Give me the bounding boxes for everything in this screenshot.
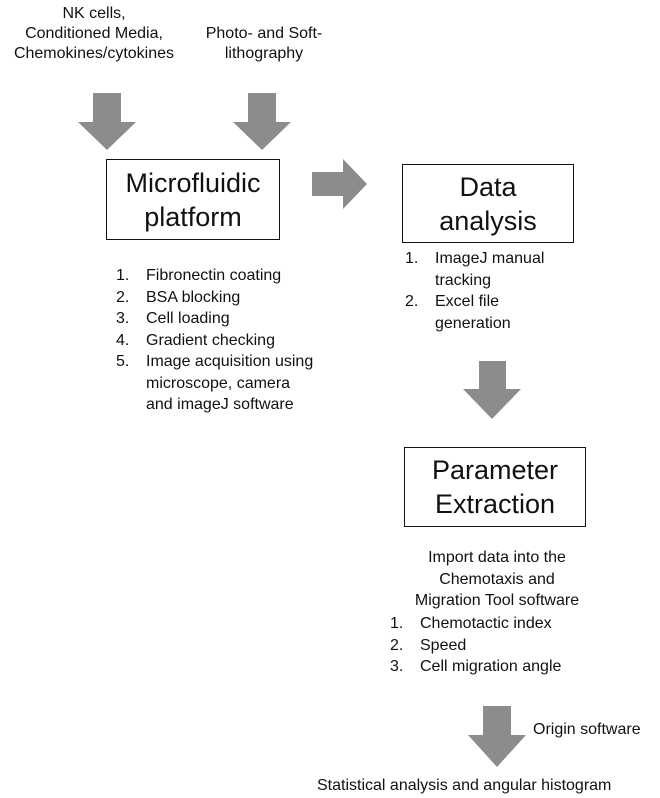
list-item: 5. Image acquisition using microscope, cam… xyxy=(116,351,313,416)
list-item: 2. Excel file generation xyxy=(405,291,544,334)
arrow-down-to-parameter xyxy=(463,361,521,419)
step-text: ImageJ manual xyxy=(435,250,545,267)
step-text: and imageJ software xyxy=(146,396,294,413)
step-number: 3. xyxy=(390,658,404,675)
arrow-down-right-input xyxy=(233,93,291,150)
input-right-line: Photo- and Soft- xyxy=(205,25,323,42)
parameter-intro-line: Chemotaxis and xyxy=(439,570,555,588)
parameter-intro-line: Import data into the xyxy=(428,549,566,566)
step-text: tracking xyxy=(435,271,492,289)
input-left-line: Conditioned Media, xyxy=(25,25,163,42)
step-number: 1. xyxy=(116,267,130,284)
list-item: 1. ImageJ manual tracking xyxy=(405,248,544,291)
list-item: 3. Cell loading xyxy=(116,308,313,330)
list-item: 1. Chemotactic index xyxy=(390,613,561,635)
step-number: 1. xyxy=(390,615,404,632)
input-left-line: Chemokines/cytokines xyxy=(13,45,175,62)
input-left-line: NK cells, xyxy=(62,5,126,22)
analysis-steps-list: 1. ImageJ manual tracking 2. Excel file gene… xyxy=(405,248,544,334)
inputs-right: Photo- and Soft- lithography xyxy=(196,24,332,64)
step-text: Fibronectin coating xyxy=(146,267,282,284)
microfluidic-box-line: Microfluidic xyxy=(125,167,261,198)
list-item: 1. Fibronectin coating xyxy=(116,265,313,287)
parameter-box-line: Extraction xyxy=(434,489,556,519)
data-analysis-box-line: analysis xyxy=(439,205,537,236)
step-number: 1. xyxy=(405,250,419,267)
step-text: Cell loading xyxy=(146,310,230,327)
step-text: Speed xyxy=(420,636,467,654)
data-analysis-box: Data analysis xyxy=(402,164,574,243)
step-number: 2. xyxy=(390,636,404,654)
arrow-down-left-input xyxy=(78,93,136,150)
final-output-label: Statistical analysis and angular histogr… xyxy=(317,777,612,794)
microfluidic-platform-box: Microfluidic platform xyxy=(106,159,280,240)
input-right-line: lithography xyxy=(224,45,304,62)
step-text: Gradient checking xyxy=(146,331,275,349)
inputs-left: NK cells, Conditioned Media, Chemokines/… xyxy=(0,4,188,64)
list-item: 2. Speed xyxy=(390,635,561,657)
parameter-intro: Import data into the Chemotaxis and Migr… xyxy=(392,547,602,612)
data-analysis-box-line: Data xyxy=(459,171,517,202)
step-number: 5. xyxy=(116,353,130,370)
microfluidic-box-line: platform xyxy=(144,201,242,232)
step-text: Excel file xyxy=(435,293,500,310)
list-item: 3. Cell migration angle xyxy=(390,656,561,678)
list-item: 4. Gradient checking xyxy=(116,330,313,352)
parameter-extraction-box: Parameter Extraction xyxy=(404,447,586,527)
step-number: 4. xyxy=(116,331,130,349)
step-text: microscope, camera xyxy=(146,374,291,392)
arrow-right-to-analysis xyxy=(312,159,367,209)
parameter-intro-line: Migration Tool software xyxy=(414,592,580,609)
step-text: Image acquisition using xyxy=(146,353,314,370)
arrow-down-to-output xyxy=(468,706,526,767)
list-item: 2. BSA blocking xyxy=(116,287,313,309)
step-number: 2. xyxy=(116,288,130,306)
step-text: generation xyxy=(435,314,511,332)
step-number: 2. xyxy=(405,293,419,310)
parameter-box-line: Parameter xyxy=(431,455,559,485)
microfluidic-steps-list: 1. Fibronectin coating 2. BSA blocking 3. C… xyxy=(116,265,313,416)
step-number: 3. xyxy=(116,310,130,327)
step-text: Chemotactic index xyxy=(420,615,552,632)
parameter-steps-list: 1. Chemotactic index 2. Speed 3. Cell migra… xyxy=(390,613,561,678)
origin-software-label: Origin software xyxy=(533,721,641,738)
step-text: Cell migration angle xyxy=(420,658,562,675)
step-text: BSA blocking xyxy=(146,288,241,306)
